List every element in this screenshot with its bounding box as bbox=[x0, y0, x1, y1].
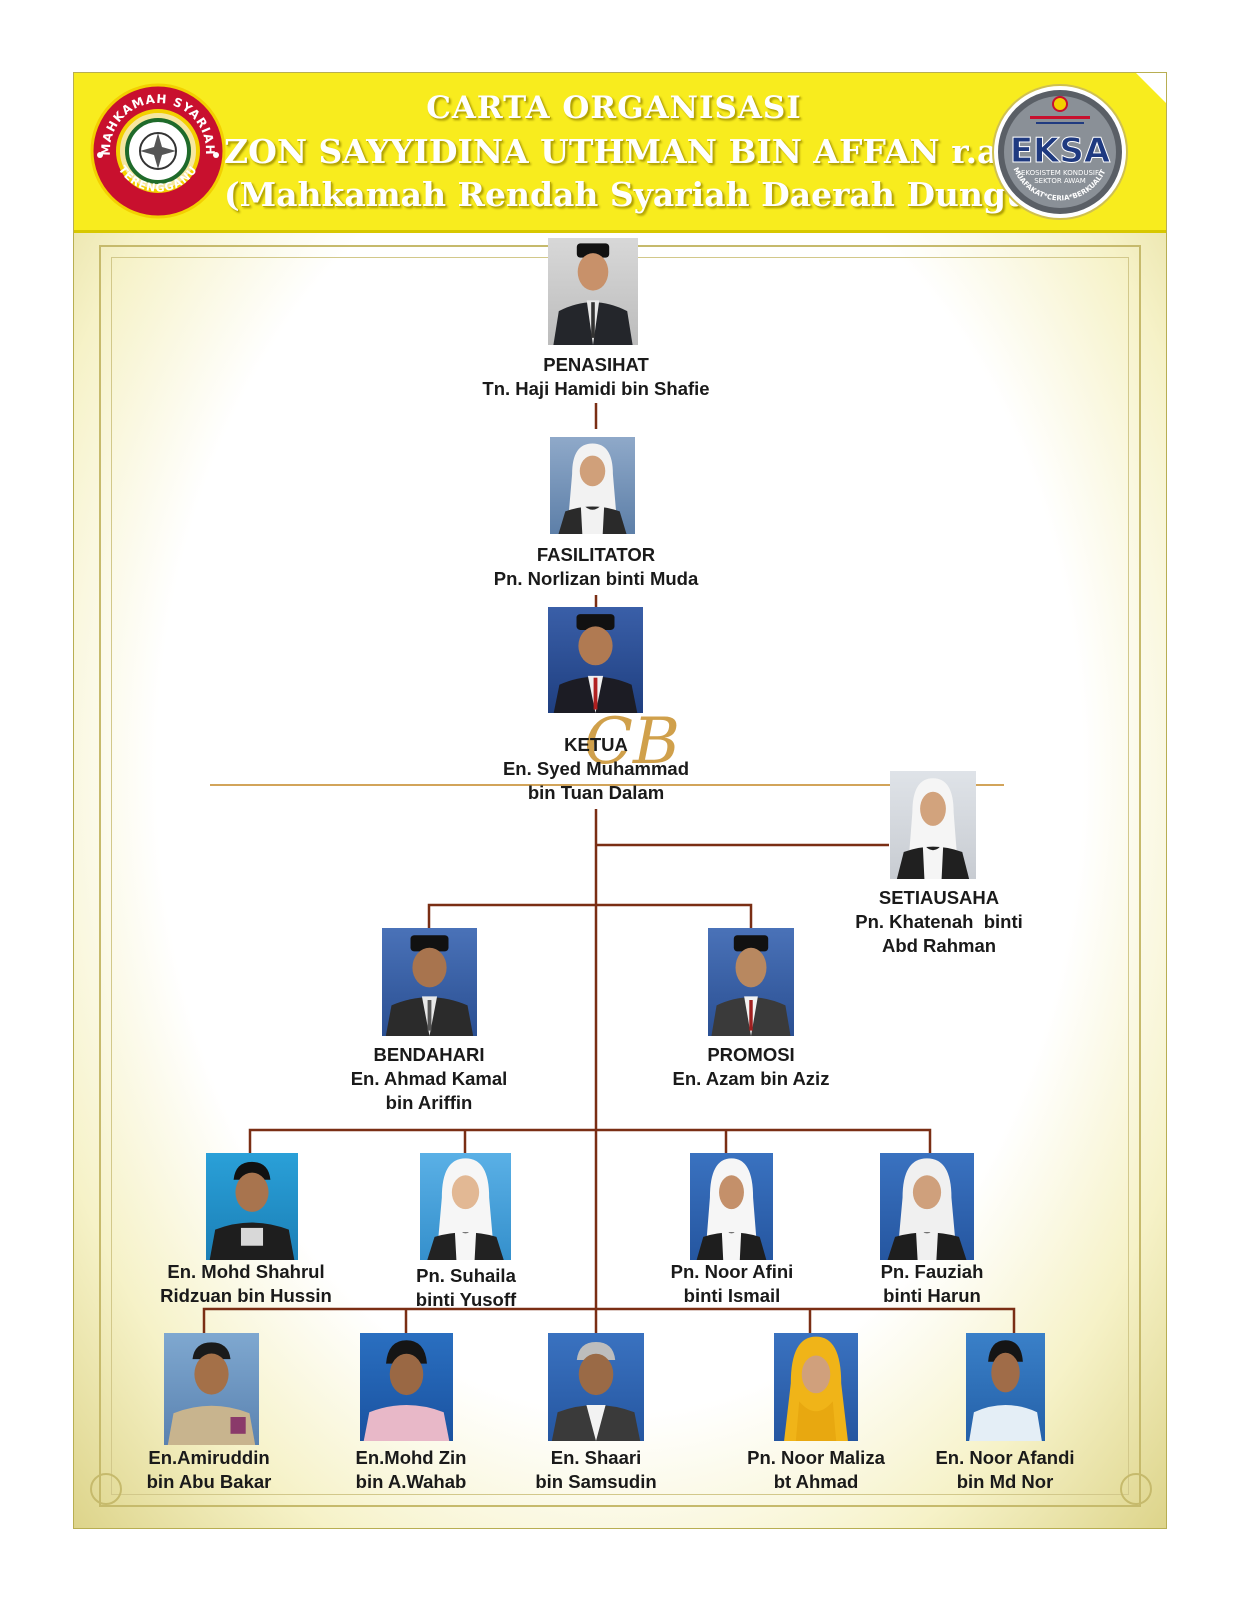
name-member-row2-1-line-2: bin Abu Bakar bbox=[94, 1470, 324, 1494]
photo-member-row2-4 bbox=[774, 1333, 858, 1441]
name-member-row1-2-line-1: Pn. Suhaila bbox=[344, 1264, 588, 1288]
name-ketua-line-2: bin Tuan Dalam bbox=[446, 781, 746, 805]
photo-member-row1-3 bbox=[690, 1153, 773, 1260]
name-ketua-line-1: En. Syed Muhammad bbox=[446, 757, 746, 781]
photo-setiausaha bbox=[890, 771, 976, 879]
bracket-members-row-1 bbox=[250, 1130, 930, 1153]
name-setiausaha-line-2: Abd Rahman bbox=[814, 934, 1064, 958]
photo-member-row1-2 bbox=[420, 1153, 511, 1260]
name-bendahari-line-1: En. Ahmad Kamal bbox=[304, 1067, 554, 1091]
role-fasilitator: FASILITATOR bbox=[446, 543, 746, 567]
name-fasilitator: Pn. Norlizan binti Muda bbox=[446, 567, 746, 591]
photo-penasihat bbox=[548, 238, 638, 345]
name-member-row2-5-line-1: En. Noor Afandi bbox=[890, 1446, 1120, 1470]
photo-member-row1-1 bbox=[206, 1153, 298, 1260]
name-member-row1-2-line-2: binti Yusoff bbox=[344, 1288, 588, 1312]
bracket-members-row-2 bbox=[204, 1309, 1014, 1333]
bracket-bendahari-promosi bbox=[429, 905, 751, 928]
photo-bendahari bbox=[382, 928, 477, 1036]
photo-member-row2-3 bbox=[548, 1333, 644, 1441]
org-chart-poster: MAHKAMAH SYARIAH TERENGGANU CARTA ORGANI… bbox=[73, 72, 1167, 1529]
photo-fasilitator bbox=[550, 437, 635, 534]
name-member-row2-3-line-2: bin Samsudin bbox=[481, 1470, 711, 1494]
name-setiausaha-line-1: Pn. Khatenah binti bbox=[814, 910, 1064, 934]
photo-member-row2-2 bbox=[360, 1333, 453, 1441]
photo-member-row1-4 bbox=[880, 1153, 974, 1260]
name-member-row2-1-line-1: En.Amiruddin bbox=[94, 1446, 324, 1470]
photo-promosi bbox=[708, 928, 794, 1036]
name-member-row1-4-line-1: Pn. Fauziah bbox=[810, 1260, 1054, 1284]
name-member-row1-1-line-1: En. Mohd Shahrul bbox=[124, 1260, 368, 1284]
name-member-row1-4-line-2: binti Harun bbox=[810, 1284, 1054, 1308]
name-member-row2-3-line-1: En. Shaari bbox=[481, 1446, 711, 1470]
role-promosi: PROMOSI bbox=[626, 1043, 876, 1067]
role-bendahari: BENDAHARI bbox=[304, 1043, 554, 1067]
role-penasihat: PENASIHAT bbox=[446, 353, 746, 377]
name-promosi: En. Azam bin Aziz bbox=[626, 1067, 876, 1091]
role-setiausaha: SETIAUSAHA bbox=[814, 886, 1064, 910]
name-member-row2-5-line-2: bin Md Nor bbox=[890, 1470, 1120, 1494]
photo-member-row2-1 bbox=[164, 1333, 259, 1445]
name-bendahari-line-2: bin Ariffin bbox=[304, 1091, 554, 1115]
name-member-row1-1-line-2: Ridzuan bin Hussin bbox=[124, 1284, 368, 1308]
name-penasihat: Tn. Haji Hamidi bin Shafie bbox=[446, 377, 746, 401]
photo-ketua bbox=[548, 607, 643, 713]
photo-member-row2-5 bbox=[966, 1333, 1045, 1441]
role-ketua: KETUA bbox=[446, 733, 746, 757]
